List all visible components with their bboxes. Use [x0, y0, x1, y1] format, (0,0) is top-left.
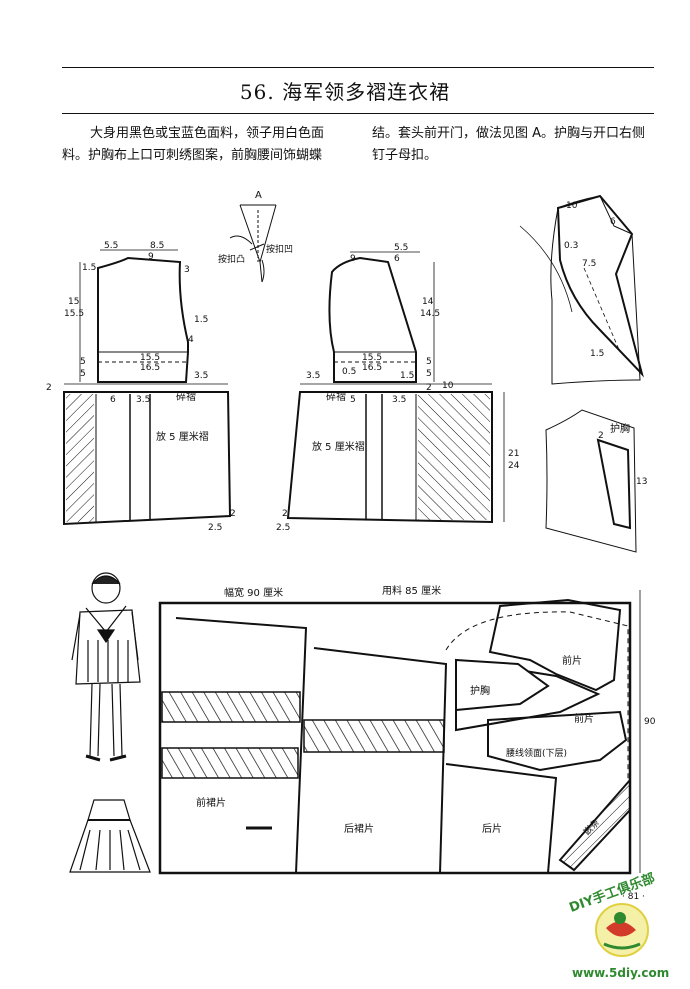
dim-back-2b: 2 [230, 509, 236, 519]
dim-back-3: 3 [184, 265, 190, 275]
back-gathers-label: 碎褶 [176, 390, 196, 403]
dim-front-5b: 5 [426, 369, 432, 379]
back-pleat-label: 放 5 厘米褶 [156, 430, 209, 443]
chest-guard-layout-label: 护胸 [470, 684, 490, 697]
snap-male-label: 按扣凸 [218, 253, 245, 265]
dim-front-15.5w: 15.5 [362, 353, 382, 363]
dim-front-3.5b: 3.5 [392, 395, 406, 405]
dress-illustration [69, 799, 151, 873]
front-bodice [328, 256, 417, 383]
dim-collar-7.5: 7.5 [582, 259, 596, 269]
front-dim-lines [350, 251, 435, 382]
dim-front-5c: 5 [350, 395, 356, 405]
dim-collar-1.5: 1.5 [590, 349, 604, 359]
dim-collar-6: 6 [610, 217, 616, 227]
dim-back-4: 4 [188, 335, 194, 345]
dim-front-2.5: 2.5 [276, 523, 290, 533]
dim-collar-0.3: 0.3 [564, 241, 578, 251]
snap-female-label: 按扣凹 [266, 243, 293, 255]
dim-back-2.5: 2.5 [208, 523, 222, 533]
collar-facing-label: 腰线领面(下层) [506, 747, 567, 759]
dim-front-1.5: 1.5 [400, 371, 414, 381]
dim-back-15.5w: 15.5 [140, 353, 160, 363]
dim-front-3.5: 3.5 [306, 371, 320, 381]
dim-back-8.5: 8.5 [150, 241, 164, 251]
fabric-layout [158, 590, 641, 875]
dim-back-15: 15 [68, 297, 79, 307]
front-pleat-label: 放 5 厘米褶 [312, 440, 365, 453]
dim-back-2a: 2 [46, 383, 52, 393]
dim-guard-2: 2 [598, 431, 604, 441]
detail-a-diagram [229, 204, 277, 283]
dim-front-21: 21 [508, 449, 519, 459]
chest-guard-label: 护胸 [610, 422, 630, 435]
dim-front-24: 24 [508, 461, 520, 471]
front-skirt [286, 383, 505, 524]
dim-back-5a: 5 [80, 357, 86, 367]
dim-back-3.5b: 3.5 [136, 395, 150, 405]
dim-front-0.5: 0.5 [342, 367, 356, 377]
dim-front-6: 6 [394, 254, 400, 264]
club-logo [595, 903, 649, 957]
description-line-4: 钉子母扣。 [372, 148, 438, 163]
description-line-1: 大身用黑色或宝蓝色面料，领子用白色面 [90, 126, 325, 141]
dim-back-15.5: 15.5 [64, 309, 84, 319]
dim-front-5.5: 5.5 [394, 243, 408, 253]
back-dim-lines [79, 249, 178, 382]
dim-front-14: 14 [422, 297, 434, 307]
front-piece-label: 前片 [562, 654, 582, 667]
watermark-url: www.5diy.com [572, 966, 670, 980]
front-piece-label-2: 前片 [574, 712, 594, 725]
chest-guard [545, 409, 637, 553]
description-line-3: 结。套头前开门，做法见图 A。护胸与开口右侧 [372, 126, 646, 141]
dim-back-3.5: 3.5 [194, 371, 208, 381]
back-skirt [63, 383, 232, 526]
top-rule [62, 67, 654, 68]
dim-back-9: 9 [148, 252, 154, 262]
dim-back-5b: 5 [80, 369, 86, 379]
dim-front-14.5: 14.5 [420, 309, 440, 319]
dim-back-1.5-top: 1.5 [82, 263, 96, 273]
dim-back-5.5: 5.5 [104, 241, 118, 251]
back-skirt-label: 后裙片 [344, 822, 374, 835]
fabric-used-label: 用料 85 厘米 [382, 584, 441, 597]
back-piece-label: 后片 [482, 822, 502, 835]
page-title: 56. 海军领多褶连衣裙 [239, 80, 451, 104]
description-left: 大身用黑色或宝蓝色面料，领子用白色面 料。护胸布上口可刺绣图案，前胸腰间饰蝴蝶 [62, 123, 324, 167]
sailor-collar [519, 194, 644, 385]
dim-front-16.5w: 16.5 [362, 363, 382, 373]
dim-front-5a: 5 [426, 357, 432, 367]
dim-front-9: 9 [350, 254, 356, 264]
detail-a-label: A [255, 190, 262, 201]
dim-front-2b: 2 [282, 509, 288, 519]
fabric-width-label: 幅宽 90 厘米 [224, 586, 283, 599]
dim-back-6: 6 [110, 395, 116, 405]
dim-front-10: 10 [442, 381, 454, 391]
dim-collar-10: 10 [566, 201, 578, 211]
dim-back-1.5-side: 1.5 [194, 315, 208, 325]
dim-guard-13: 13 [636, 477, 647, 487]
description-line-2: 料。护胸布上口可刺绣图案，前胸腰间饰蝴蝶 [62, 148, 323, 163]
dim-front-2a: 2 [426, 383, 432, 393]
dim-fabric-90: 90 [644, 717, 656, 727]
dim-back-16.5w: 16.5 [140, 363, 160, 373]
title-rule [62, 113, 654, 114]
girl-illustration [71, 572, 141, 762]
description-right: 结。套头前开门，做法见图 A。护胸与开口右侧 钉子母扣。 [372, 123, 645, 167]
page-number: · 81 · [622, 892, 645, 902]
front-skirt-label: 前裙片 [196, 796, 226, 809]
front-gathers-label: 碎褶 [326, 390, 346, 403]
back-bodice [97, 256, 189, 383]
